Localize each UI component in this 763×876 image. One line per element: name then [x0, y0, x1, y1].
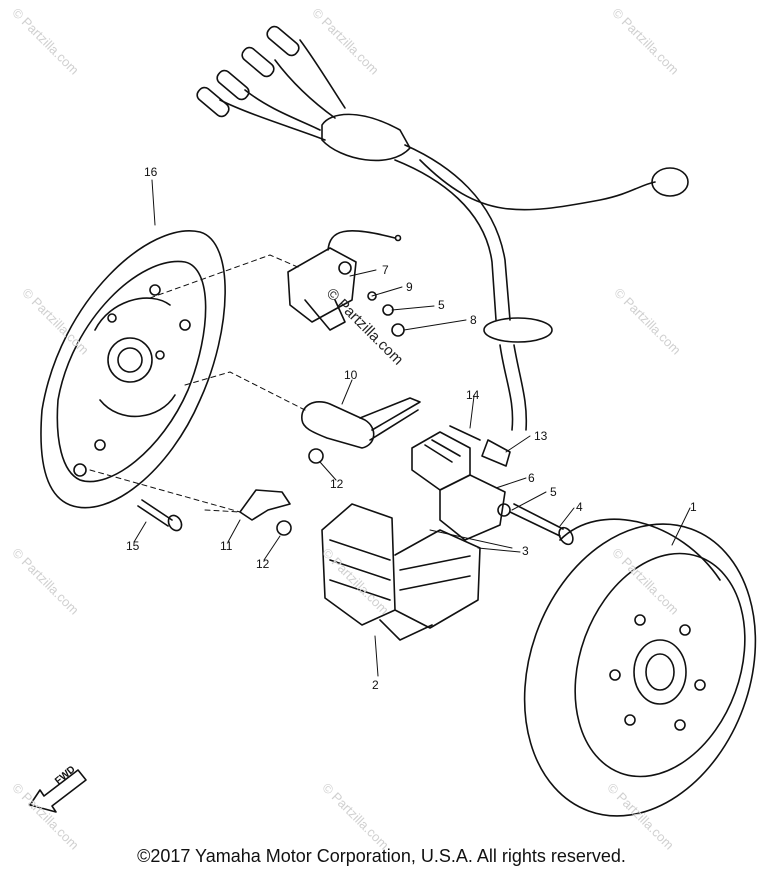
leader-lines — [89, 254, 306, 513]
nut-12-lower — [276, 520, 292, 536]
washer-9 — [367, 291, 377, 301]
callout-12-lower: 12 — [256, 557, 270, 571]
callout-6: 6 — [528, 471, 535, 485]
ignition-coil — [411, 431, 506, 541]
callout-9: 9 — [406, 280, 413, 294]
copyright-notice: ©2017 Yamaha Motor Corporation, U.S.A. A… — [137, 846, 626, 866]
callout-4: 4 — [576, 500, 583, 514]
callout-14: 14 — [466, 388, 480, 402]
callout-10: 10 — [344, 368, 358, 382]
callout-13: 13 — [534, 429, 548, 443]
callout-11: 11 — [220, 539, 233, 553]
bolt-14 — [449, 425, 481, 441]
callout-8: 8 — [470, 313, 477, 327]
callout-leaders — [133, 179, 691, 677]
contact-breaker — [287, 230, 402, 331]
fwd-arrow-icon — [29, 769, 87, 813]
lighting-coil — [321, 503, 481, 641]
bolt-4 — [509, 503, 574, 546]
callout-15: 15 — [126, 539, 140, 553]
strap-13 — [481, 439, 511, 467]
callout-12-upper: 12 — [330, 477, 344, 491]
bracket-11 — [239, 489, 291, 521]
callout-5-upper: 5 — [438, 298, 445, 312]
callout-5-lower: 5 — [550, 485, 557, 499]
callout-3: 3 — [522, 544, 529, 558]
callout-2: 2 — [372, 678, 379, 692]
stator-base-plate — [40, 230, 226, 509]
washer-5-lower — [497, 503, 511, 517]
callout-1: 1 — [690, 500, 697, 514]
wiring-harness — [196, 25, 689, 431]
callout-7: 7 — [382, 263, 389, 277]
screw-15 — [137, 499, 183, 532]
condenser — [301, 397, 421, 449]
screw-8 — [391, 323, 405, 337]
callout-16: 16 — [144, 165, 158, 179]
nut-12-upper — [308, 448, 324, 464]
flywheel-rotor — [523, 518, 757, 817]
